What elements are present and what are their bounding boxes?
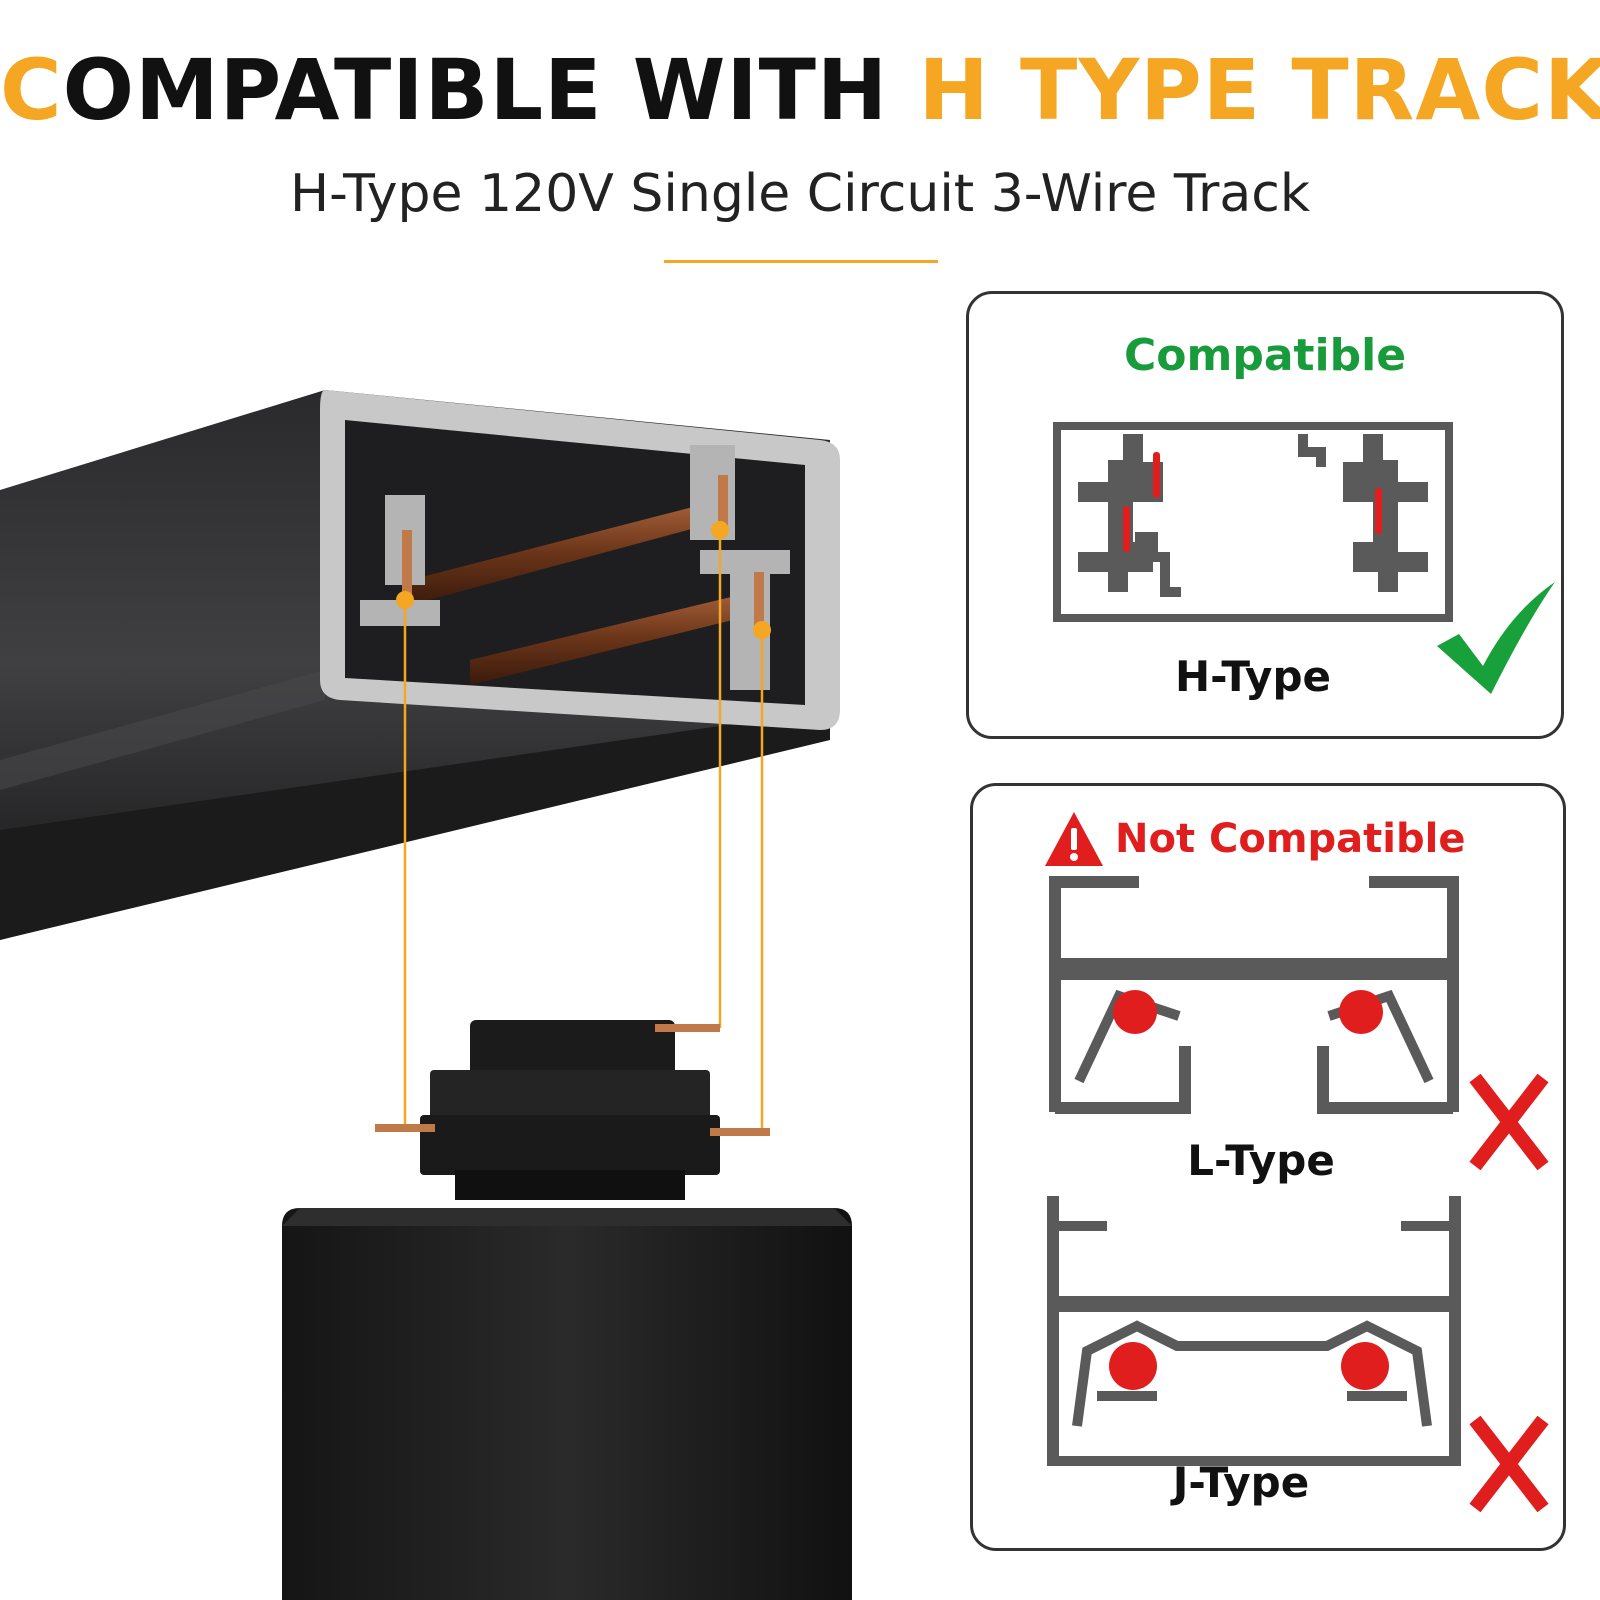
track-rail-side	[0, 670, 325, 790]
copper-conductor-1	[410, 500, 725, 605]
l-type-contact-left	[1113, 990, 1157, 1034]
compatible-card: Compatible H-Type	[966, 291, 1564, 739]
not-compatible-card: Not Compatible L-Type J-Type	[970, 783, 1566, 1551]
x-icon	[1469, 1416, 1549, 1512]
adapter-pin-2	[655, 1024, 720, 1032]
headline: COMPATIBLE WITH H TYPE TRACK	[0, 48, 1600, 132]
subtitle: H-Type 120V Single Circuit 3-Wire Track	[290, 164, 1310, 224]
x-icon	[1469, 1074, 1549, 1170]
checkmark-icon	[1437, 582, 1555, 694]
l-type-contact-right	[1339, 990, 1383, 1034]
h-type-contact-2	[1123, 506, 1130, 552]
not-compatible-header: Not Compatible	[1043, 806, 1465, 872]
l-type-label: L-Type	[1187, 1136, 1335, 1185]
h-type-contact-3	[1375, 488, 1382, 534]
copper-conductor-2	[470, 590, 765, 685]
h-type-contact-1	[1153, 452, 1160, 498]
adapter-body	[282, 1208, 852, 1600]
guide-dot-1	[396, 591, 414, 609]
headline-first-letter: C	[0, 41, 63, 139]
j-type-label: J-Type	[1172, 1458, 1310, 1507]
compatible-title: Compatible	[1123, 330, 1407, 381]
l-type-diagram	[1049, 876, 1459, 1114]
adapter-pin-1	[375, 1124, 435, 1132]
j-type-contact-right	[1341, 1342, 1389, 1390]
headline-middle: OMPATIBLE WITH	[62, 41, 919, 139]
warning-triangle-icon	[1045, 812, 1103, 866]
title-divider	[664, 260, 938, 263]
guide-dot-2	[711, 521, 729, 539]
headline-highlight: H TYPE TRACK	[918, 41, 1600, 139]
product-illustration	[0, 380, 940, 1600]
adapter-pin-3	[710, 1128, 770, 1136]
j-type-contact-left	[1109, 1342, 1157, 1390]
not-compatible-title: Not Compatible	[1115, 816, 1466, 862]
h-type-label: H-Type	[1174, 652, 1331, 701]
h-type-diagram	[1053, 422, 1453, 622]
guide-dot-3	[753, 621, 771, 639]
j-type-diagram	[1047, 1196, 1461, 1466]
